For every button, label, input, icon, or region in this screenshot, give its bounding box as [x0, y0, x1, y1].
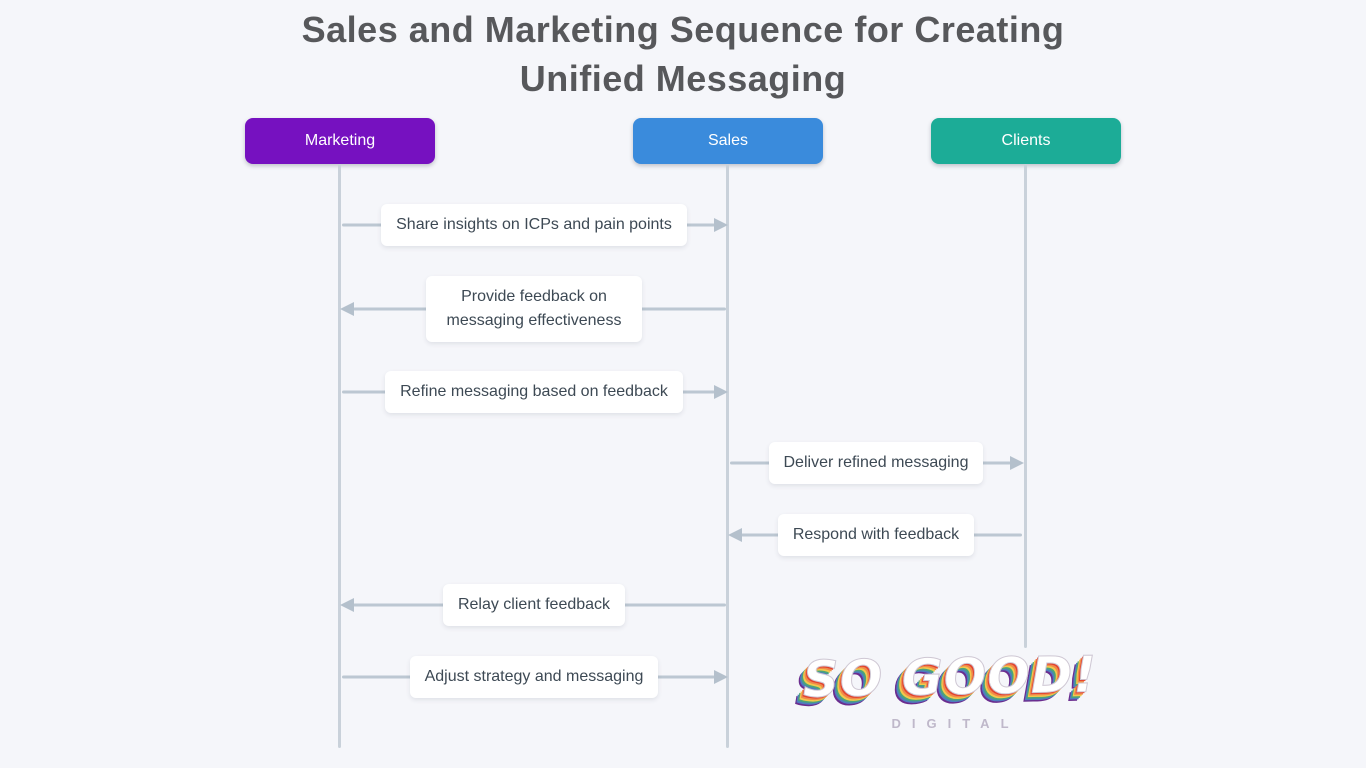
message-label: Refine messaging based on feedback [385, 371, 683, 413]
message-label: Respond with feedback [777, 514, 975, 556]
page-title: Sales and Marketing Sequence for Creatin… [0, 6, 1366, 104]
message-label: Provide feedback on messaging effectiven… [426, 276, 642, 342]
message-refine-messaging: Refine messaging based on feedback [340, 371, 728, 413]
page-title-text: Sales and Marketing Sequence for Creatin… [301, 9, 1065, 99]
actor-sales: Sales [633, 118, 823, 164]
logo-subtext: DIGITAL [891, 716, 1020, 731]
message-label: Share insights on ICPs and pain points [381, 204, 687, 246]
arrow-left-icon [340, 302, 354, 316]
actor-marketing-label: Marketing [304, 132, 376, 149]
arrow-right-icon [1010, 456, 1024, 470]
message-share-insights: Share insights on ICPs and pain points [340, 204, 728, 246]
message-label: Relay client feedback [442, 584, 626, 626]
message-label: Adjust strategy and messaging [409, 656, 659, 698]
arrow-left-icon [340, 598, 354, 612]
message-respond-feedback: Respond with feedback [728, 514, 1024, 556]
lifeline-sales [726, 164, 729, 748]
arrow-right-icon [714, 670, 728, 684]
message-deliver-messaging: Deliver refined messaging [728, 442, 1024, 484]
actor-marketing: Marketing [245, 118, 435, 164]
actor-clients-label: Clients [1001, 132, 1051, 149]
logo-wordmark: SO GOOD! [802, 645, 1098, 709]
arrow-right-icon [714, 218, 728, 232]
lifeline-clients [1024, 164, 1027, 648]
arrow-right-icon [714, 385, 728, 399]
message-relay-feedback: Relay client feedback [340, 584, 728, 626]
arrow-left-icon [728, 528, 742, 542]
message-provide-feedback: Provide feedback on messaging effectiven… [340, 276, 728, 342]
lifeline-marketing [338, 164, 341, 748]
so-good-digital-logo: SO GOOD! DIGITAL [795, 645, 1105, 731]
message-adjust-strategy: Adjust strategy and messaging [340, 656, 728, 698]
actor-sales-label: Sales [707, 132, 749, 149]
message-label: Deliver refined messaging [768, 442, 984, 484]
actor-clients: Clients [931, 118, 1121, 164]
